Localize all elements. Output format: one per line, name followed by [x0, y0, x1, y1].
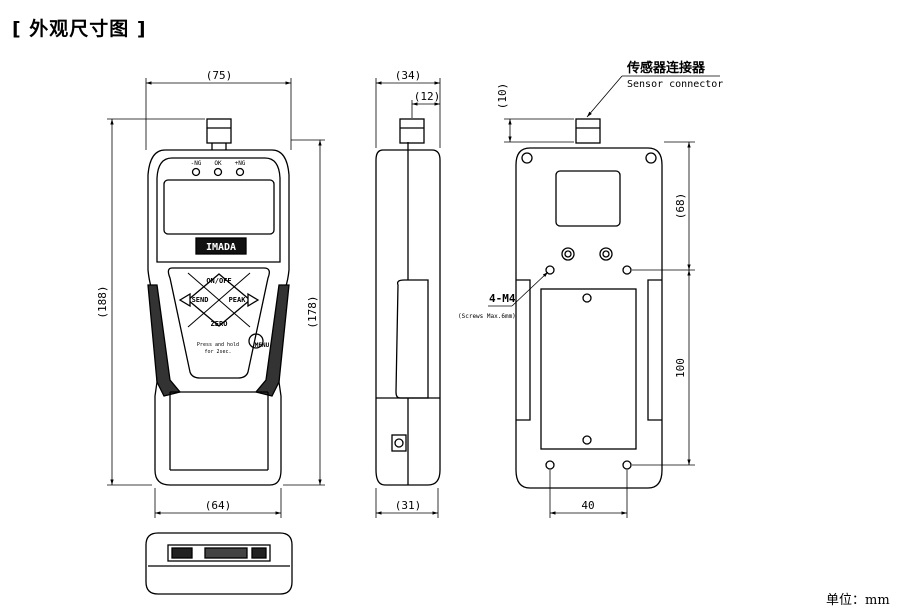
side-jack [391, 434, 407, 452]
key-send: SEND [192, 296, 209, 304]
sensor-connector-label-cn: 传感器连接器 [626, 60, 706, 76]
sensor-connector-label-en: Sensor connector [627, 79, 723, 90]
led-label-ok: OK [214, 160, 222, 167]
screw-holes-label: 4-M4 [489, 292, 516, 305]
back-view [515, 118, 663, 489]
page-title: [ 外观尺寸图 ] [12, 18, 147, 40]
led-ng-plus [235, 167, 245, 177]
dim-front-width: (75) [206, 69, 233, 82]
brand-plate [195, 237, 247, 255]
dim-side-depth: (34) [395, 69, 422, 82]
bottom-view [145, 532, 293, 595]
side-connector [399, 118, 425, 144]
screw-holes [545, 265, 632, 470]
dim-front-height: (188) [96, 285, 109, 318]
side-dimensions [375, 78, 441, 518]
back-dimension-text: (10) (68) 100 40 [496, 83, 687, 512]
screw-holes-note: (Screws Max.6mm) [458, 313, 516, 320]
side-body-outline [375, 149, 441, 486]
key-peak: PEAK [229, 296, 247, 304]
front-dimension-text: (75) (188) (178) (64) [96, 69, 319, 512]
bottom-outline [145, 532, 293, 595]
back-label-window [555, 170, 621, 227]
brand-logo: IMADA [206, 242, 236, 253]
callout-text: 传感器连接器 Sensor connector 4-M4 (Screws Max… [458, 60, 723, 320]
back-battery-cover [540, 288, 637, 450]
menu-hint-2: for 2sec. [204, 349, 231, 355]
key-zero: ZERO [211, 320, 228, 328]
side-grip [395, 279, 429, 399]
dim-front-body: (178) [306, 295, 319, 328]
front-view [147, 118, 290, 486]
front-dimensions [107, 78, 325, 518]
front-view-text: -NG OK +NG IMADA ON/OFF SEND PEAK ZERO M… [191, 160, 270, 355]
back-body-outline [515, 147, 663, 489]
front-body-outline [147, 149, 290, 486]
bottom-port [167, 544, 271, 562]
led-label-ng-plus: +NG [235, 160, 246, 167]
dim-back-upper: (68) [674, 193, 687, 220]
menu-hint-1: Press and hold [197, 342, 239, 348]
unit-label: 单位：mm [826, 593, 890, 608]
side-view [375, 118, 441, 486]
led-ok [213, 167, 223, 177]
keypad-dpad [186, 273, 252, 327]
front-inner-bezel [156, 157, 281, 263]
dim-back-hole-h: 40 [581, 499, 594, 512]
led-ng-minus [191, 167, 201, 177]
led-label-ng-minus: -NG [191, 160, 202, 167]
menu-key [248, 333, 264, 349]
keypad-outline [167, 267, 270, 379]
dim-side-connector: (12) [414, 90, 441, 103]
dim-back-connector: (10) [496, 83, 509, 110]
dim-back-hole-v: 100 [674, 358, 687, 378]
key-onoff: ON/OFF [206, 277, 231, 285]
back-connector [575, 118, 601, 144]
dim-front-bottom: (64) [205, 499, 232, 512]
front-display [163, 179, 275, 235]
back-dimensions [488, 75, 720, 518]
side-dimension-text: (34) (12) (31) [395, 69, 441, 512]
front-right-grip [254, 284, 290, 397]
dim-side-bottom: (31) [395, 499, 422, 512]
key-menu: MENU [255, 342, 270, 349]
front-connector [206, 118, 232, 144]
